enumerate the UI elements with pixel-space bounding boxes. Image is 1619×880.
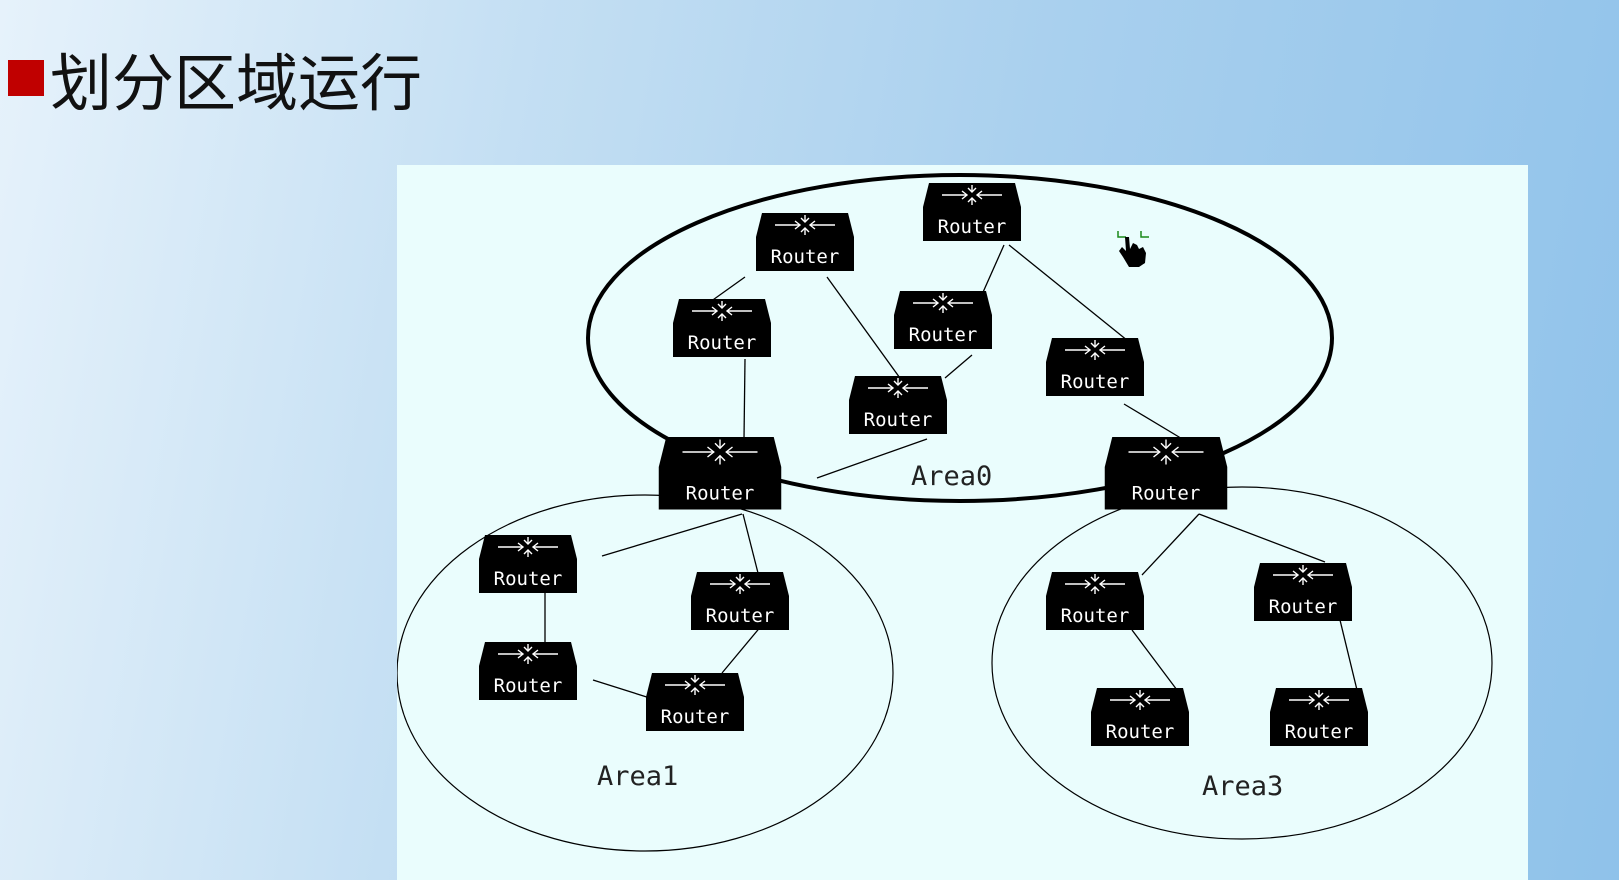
hand-cursor-icon xyxy=(1117,231,1149,267)
area0-boundary xyxy=(586,173,1334,503)
area0-label: Area0 xyxy=(911,461,992,492)
router-icon: Router xyxy=(673,299,771,357)
router-icon: Router xyxy=(479,535,577,593)
link xyxy=(1131,629,1178,691)
link xyxy=(1141,513,1200,576)
router-arrows-icon xyxy=(1289,690,1349,710)
router-icon: Router xyxy=(1270,688,1368,746)
link xyxy=(1123,403,1190,444)
router-arrows-icon xyxy=(913,293,973,313)
router-icon: Router xyxy=(1046,338,1144,396)
router-icon: Router xyxy=(756,213,854,271)
link xyxy=(1008,244,1134,346)
router-label: Router xyxy=(1106,721,1175,743)
router-arrows-icon xyxy=(775,215,835,235)
router-label: Router xyxy=(494,675,563,697)
router-icon: Router xyxy=(479,642,577,700)
router-label: Router xyxy=(864,409,933,431)
router-label: Router xyxy=(661,706,730,728)
square-bullet-icon xyxy=(8,60,44,96)
router-arrows-icon xyxy=(498,644,558,664)
link xyxy=(743,358,746,440)
router-arrows-icon xyxy=(498,537,558,557)
router-label: Router xyxy=(938,216,1007,238)
link xyxy=(1339,619,1358,691)
router-label: Router xyxy=(706,605,775,627)
router-icon: Router xyxy=(923,183,1021,241)
router-arrows-icon xyxy=(692,301,752,321)
link xyxy=(601,513,743,557)
router-label: Router xyxy=(771,246,840,268)
router-label: Router xyxy=(494,568,563,590)
router-icon: Router xyxy=(1254,563,1352,621)
router-arrows-icon xyxy=(1128,439,1204,465)
router-icon: Router xyxy=(658,437,782,510)
area3-boundary xyxy=(991,486,1493,840)
router-arrows-icon xyxy=(942,185,1002,205)
router-arrows-icon xyxy=(1110,690,1170,710)
slide-title-text: 划分区域运行 xyxy=(50,47,423,120)
router-label: Router xyxy=(1132,483,1201,505)
router-label: Router xyxy=(688,332,757,354)
link xyxy=(742,513,759,574)
router-arrows-icon xyxy=(682,439,758,465)
router-label: Router xyxy=(1061,371,1130,393)
router-label: Router xyxy=(1269,596,1338,618)
router-arrows-icon xyxy=(1065,574,1125,594)
link xyxy=(816,438,928,479)
link xyxy=(1198,513,1326,563)
area1-label: Area1 xyxy=(597,761,678,792)
link xyxy=(944,354,973,379)
router-arrows-icon xyxy=(665,675,725,695)
router-label: Router xyxy=(909,324,978,346)
router-icon: Router xyxy=(691,572,789,630)
router-icon: Router xyxy=(1091,688,1189,746)
router-icon: Router xyxy=(1046,572,1144,630)
router-icon: Router xyxy=(894,291,992,349)
router-arrows-icon xyxy=(710,574,770,594)
area3-label: Area3 xyxy=(1202,771,1283,802)
router-arrows-icon xyxy=(1065,340,1125,360)
router-arrows-icon xyxy=(868,378,928,398)
router-label: Router xyxy=(1285,721,1354,743)
router-icon: Router xyxy=(849,376,947,434)
link xyxy=(721,624,763,674)
router-icon: Router xyxy=(1104,437,1228,510)
slide-title: 划分区域运行 xyxy=(8,38,422,120)
area1-boundary xyxy=(397,494,894,852)
router-label: Router xyxy=(1061,605,1130,627)
router-icon: Router xyxy=(646,673,744,731)
router-arrows-icon xyxy=(1273,565,1333,585)
router-label: Router xyxy=(686,483,755,505)
